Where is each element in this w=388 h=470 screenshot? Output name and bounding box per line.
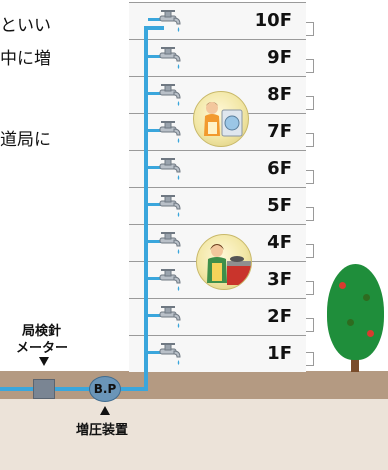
booster-caption: 増圧装置 xyxy=(76,423,129,438)
floor-label: 2F xyxy=(267,306,292,327)
window-notch xyxy=(306,352,314,366)
cooking-person-icon xyxy=(196,234,252,290)
faucet-icon xyxy=(158,10,184,38)
floor-label: 3F xyxy=(267,269,292,290)
floor-label: 6F xyxy=(267,158,292,179)
floor-label: 8F xyxy=(267,84,292,105)
branch-pipe xyxy=(148,92,162,95)
faucet-icon xyxy=(158,84,184,112)
meter-label-line2: メーター xyxy=(16,341,69,356)
faucet-icon xyxy=(158,306,184,334)
branch-pipe xyxy=(148,203,162,206)
window-notch xyxy=(306,170,314,184)
floor-6f: 6F xyxy=(129,150,306,187)
faucet-icon xyxy=(158,121,184,149)
side-text-2: 中に増 xyxy=(0,49,51,69)
faucet-icon xyxy=(158,47,184,75)
window-notch xyxy=(306,318,314,332)
booster-arrow-icon xyxy=(100,406,110,415)
side-text-1: といい xyxy=(0,16,51,36)
faucet-icon xyxy=(158,343,184,371)
side-text-3: 道局に xyxy=(0,130,51,150)
floor-label: 5F xyxy=(267,195,292,216)
branch-pipe xyxy=(148,166,162,169)
fruit-dot xyxy=(339,282,346,289)
branch-pipe xyxy=(148,351,162,354)
supply-pipe xyxy=(0,387,148,391)
floor-label: 9F xyxy=(267,47,292,68)
tree-icon xyxy=(327,264,384,360)
window-notch xyxy=(306,59,314,73)
meter-arrow-icon xyxy=(39,357,49,366)
faucet-icon xyxy=(158,195,184,223)
meter-label-line1: 局検針 xyxy=(22,324,62,339)
window-notch xyxy=(306,207,314,221)
window-notch xyxy=(306,133,314,147)
top-branch-pipe xyxy=(144,26,164,30)
booster-pump-icon: B.P xyxy=(89,376,121,402)
faucet-icon xyxy=(158,158,184,186)
floor-label: 1F xyxy=(267,343,292,364)
riser-pipe xyxy=(144,26,148,390)
floor-label: 7F xyxy=(267,121,292,142)
fruit-dot xyxy=(367,330,374,337)
faucet-icon xyxy=(158,232,184,260)
leaf-dot xyxy=(363,294,370,301)
ground-surface xyxy=(0,371,388,399)
meter-icon xyxy=(33,379,55,399)
branch-pipe xyxy=(148,277,162,280)
faucet-icon xyxy=(158,269,184,297)
branch-pipe xyxy=(148,129,162,132)
floor-label: 10F xyxy=(254,10,292,31)
floor-label: 4F xyxy=(267,232,292,253)
window-notch xyxy=(306,281,314,295)
laundry-person-icon xyxy=(193,91,249,147)
branch-pipe xyxy=(148,314,162,317)
window-notch xyxy=(306,96,314,110)
leaf-dot xyxy=(347,319,354,326)
window-notch xyxy=(306,22,314,36)
tree-trunk xyxy=(351,350,359,372)
branch-pipe xyxy=(148,55,162,58)
branch-pipe xyxy=(148,240,162,243)
window-notch xyxy=(306,244,314,258)
branch-pipe xyxy=(148,18,162,21)
